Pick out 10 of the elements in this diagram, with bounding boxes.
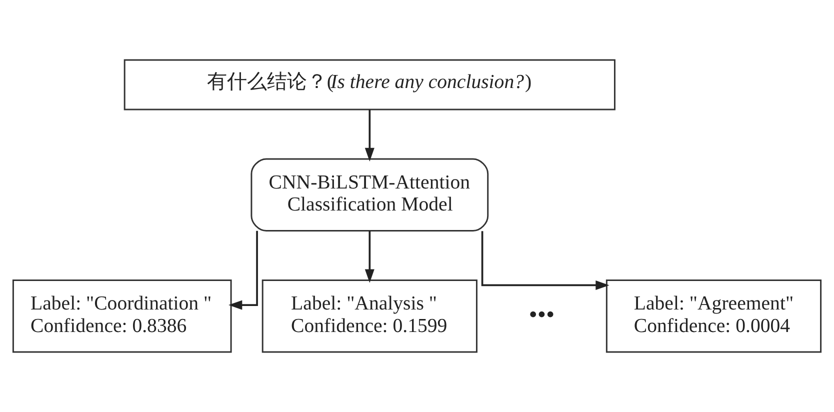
arrow: [364, 110, 374, 162]
arrow: [228, 230, 258, 310]
node-box: 有什么结论？(Is there any conclusion?): [124, 59, 616, 110]
node-box: CNN-BiLSTM-Attention Classification Model: [250, 158, 489, 232]
node-box: Label: "Analysis " Confidence: 0.1599: [262, 280, 478, 353]
arrow: [364, 230, 374, 283]
label: •••: [528, 301, 555, 328]
node-box: Label: "Coordination " Confidence: 0.8386: [12, 280, 232, 353]
arrow: [481, 231, 610, 290]
node-box: Label: "Agreement" Confidence: 0.0004: [606, 280, 822, 353]
